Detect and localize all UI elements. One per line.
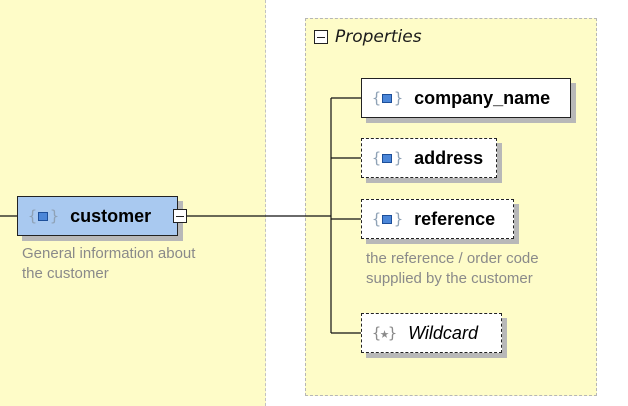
wildcard-element[interactable]: {★} Wildcard (361, 313, 502, 353)
address-label: address (414, 147, 484, 168)
properties-header: Properties (314, 27, 422, 47)
collapse-properties-button[interactable] (314, 30, 328, 44)
wildcard-label: Wildcard (408, 322, 478, 343)
customer-element[interactable]: {} customer (17, 196, 187, 236)
collapse-customer-button[interactable] (173, 209, 187, 223)
reference-documentation: the reference / order code supplied by t… (366, 250, 539, 287)
reference-label: reference (414, 208, 496, 229)
company-name-label: company_name (414, 87, 551, 108)
customer-label: customer (70, 205, 152, 226)
element-icon: {} (372, 149, 403, 167)
reference-element[interactable]: {} reference (361, 199, 514, 239)
customer-documentation: General information about the customer (22, 245, 196, 282)
properties-title: Properties (335, 27, 422, 47)
element-icon: {} (372, 89, 403, 107)
company-name-element[interactable]: {} company_name (361, 78, 571, 118)
address-element[interactable]: {} address (361, 138, 497, 178)
element-icon: {} (372, 210, 403, 228)
star-icon: {★} (372, 324, 397, 342)
element-icon: {} (28, 207, 59, 225)
